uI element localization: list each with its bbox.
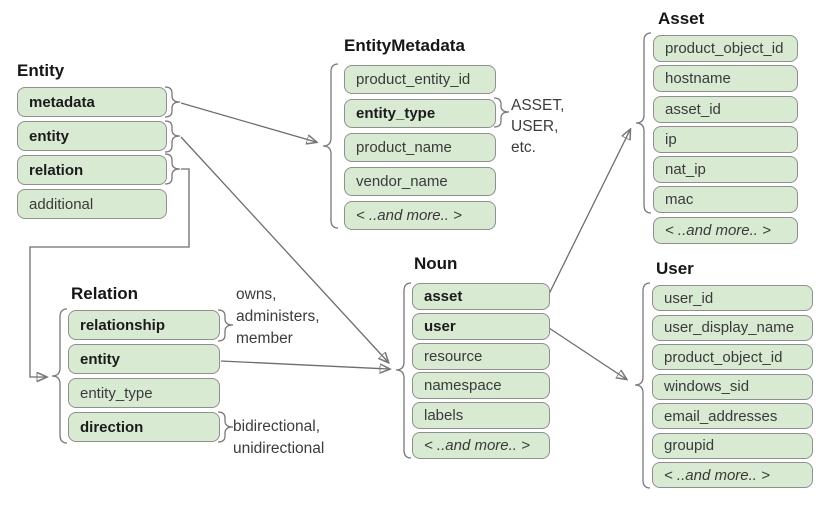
entity-field-relation: relation [17, 155, 167, 185]
annotation-line: unidirectional [233, 440, 325, 457]
noun-field-resource: resource [412, 342, 550, 370]
relation-box: relationship entity entity_type directio… [68, 310, 220, 446]
user-box-title: User [656, 259, 694, 278]
brace-right-entity-entity [164, 120, 181, 153]
noun-field-user: user [412, 312, 550, 340]
asset-field-mac: mac [653, 186, 798, 214]
arrow-noun-asset-to-asset [547, 130, 630, 297]
entitymetadata-field-product-name: product_name [344, 133, 496, 162]
entity-box: metadata entity relation additional [17, 87, 167, 223]
entitymetadata-box: product_entity_id entity_type product_na… [344, 65, 496, 235]
entitymetadata-field-vendor-name: vendor_name [344, 167, 496, 196]
asset-field-ip: ip [653, 125, 798, 153]
entity-field-additional: additional [17, 189, 167, 219]
user-field-user-id: user_id [652, 285, 813, 311]
annotation-line: ASSET, [511, 97, 565, 114]
noun-field-namespace: namespace [412, 372, 550, 400]
relation-field-entity: entity [68, 344, 220, 374]
annotation-line: USER, [511, 118, 559, 135]
user-field-user-display-name: user_display_name [652, 314, 813, 341]
annotation-line: bidirectional, [233, 418, 321, 435]
brace-right-relation-direction [217, 411, 234, 443]
user-field-and-more: < ..and more.. > [652, 462, 813, 488]
asset-field-hostname: hostname [653, 65, 798, 93]
relation-field-entity-type: entity_type [68, 378, 220, 408]
noun-field-labels: labels [412, 402, 550, 430]
annotation-entity-type-values: ASSET, USER, etc. [511, 95, 564, 158]
asset-box-title: Asset [658, 9, 705, 28]
brace-left-noun [395, 282, 412, 459]
brace-left-entitymetadata [322, 63, 339, 229]
asset-field-and-more: < ..and more.. > [653, 216, 798, 244]
annotation-line: administers, [236, 308, 320, 325]
arrow-entity-metadata-to-entitymetadata [180, 102, 316, 142]
brace-left-relation [51, 308, 68, 444]
user-field-windows-sid: windows_sid [652, 373, 813, 400]
arrow-relation-entity-to-noun [220, 360, 389, 369]
arrow-entity-entity-to-noun [180, 136, 388, 362]
entity-field-entity: entity [17, 121, 167, 151]
entitymetadata-box-title: EntityMetadata [344, 36, 465, 55]
annotation-direction-values: bidirectional, unidirectional [233, 416, 324, 460]
brace-right-entity-metadata [164, 86, 181, 118]
annotation-line: member [236, 330, 293, 347]
noun-field-and-more: < ..and more.. > [412, 431, 550, 459]
brace-left-asset [635, 32, 652, 214]
user-field-email-addresses: email_addresses [652, 403, 813, 429]
brace-right-relation-relationship [217, 309, 234, 342]
asset-field-nat-ip: nat_ip [653, 156, 798, 184]
asset-box: product_object_id hostname asset_id ip n… [653, 35, 798, 247]
noun-field-asset: asset [412, 283, 550, 310]
user-box: user_id user_display_name product_object… [652, 285, 813, 492]
annotation-line: etc. [511, 139, 536, 156]
relation-field-direction: direction [68, 412, 220, 442]
annotation-line: owns, [236, 286, 277, 303]
entity-box-title: Entity [17, 61, 65, 80]
brace-left-user [634, 282, 651, 489]
relation-field-relationship: relationship [68, 310, 220, 340]
noun-box: asset user resource namespace labels < .… [412, 283, 550, 462]
asset-field-product-object-id: product_object_id [653, 35, 798, 62]
brace-right-entity-relation [164, 153, 181, 185]
noun-box-title: Noun [414, 254, 458, 273]
relation-box-title: Relation [71, 284, 139, 303]
entitymetadata-field-product-entity-id: product_entity_id [344, 65, 496, 94]
asset-field-asset-id: asset_id [653, 95, 798, 123]
user-field-product-object-id: product_object_id [652, 344, 813, 370]
entitymetadata-field-and-more: < ..and more.. > [344, 201, 496, 230]
arrow-entity-relation-to-relation [29, 168, 190, 377]
entity-field-metadata: metadata [17, 87, 167, 117]
annotation-relationship-values: owns, administers, member [236, 284, 320, 350]
arrow-noun-user-to-user [548, 327, 626, 379]
brace-right-entitymetadata-entity-type [493, 97, 510, 128]
entitymetadata-field-entity-type: entity_type [344, 99, 496, 128]
user-field-groupid: groupid [652, 432, 813, 459]
